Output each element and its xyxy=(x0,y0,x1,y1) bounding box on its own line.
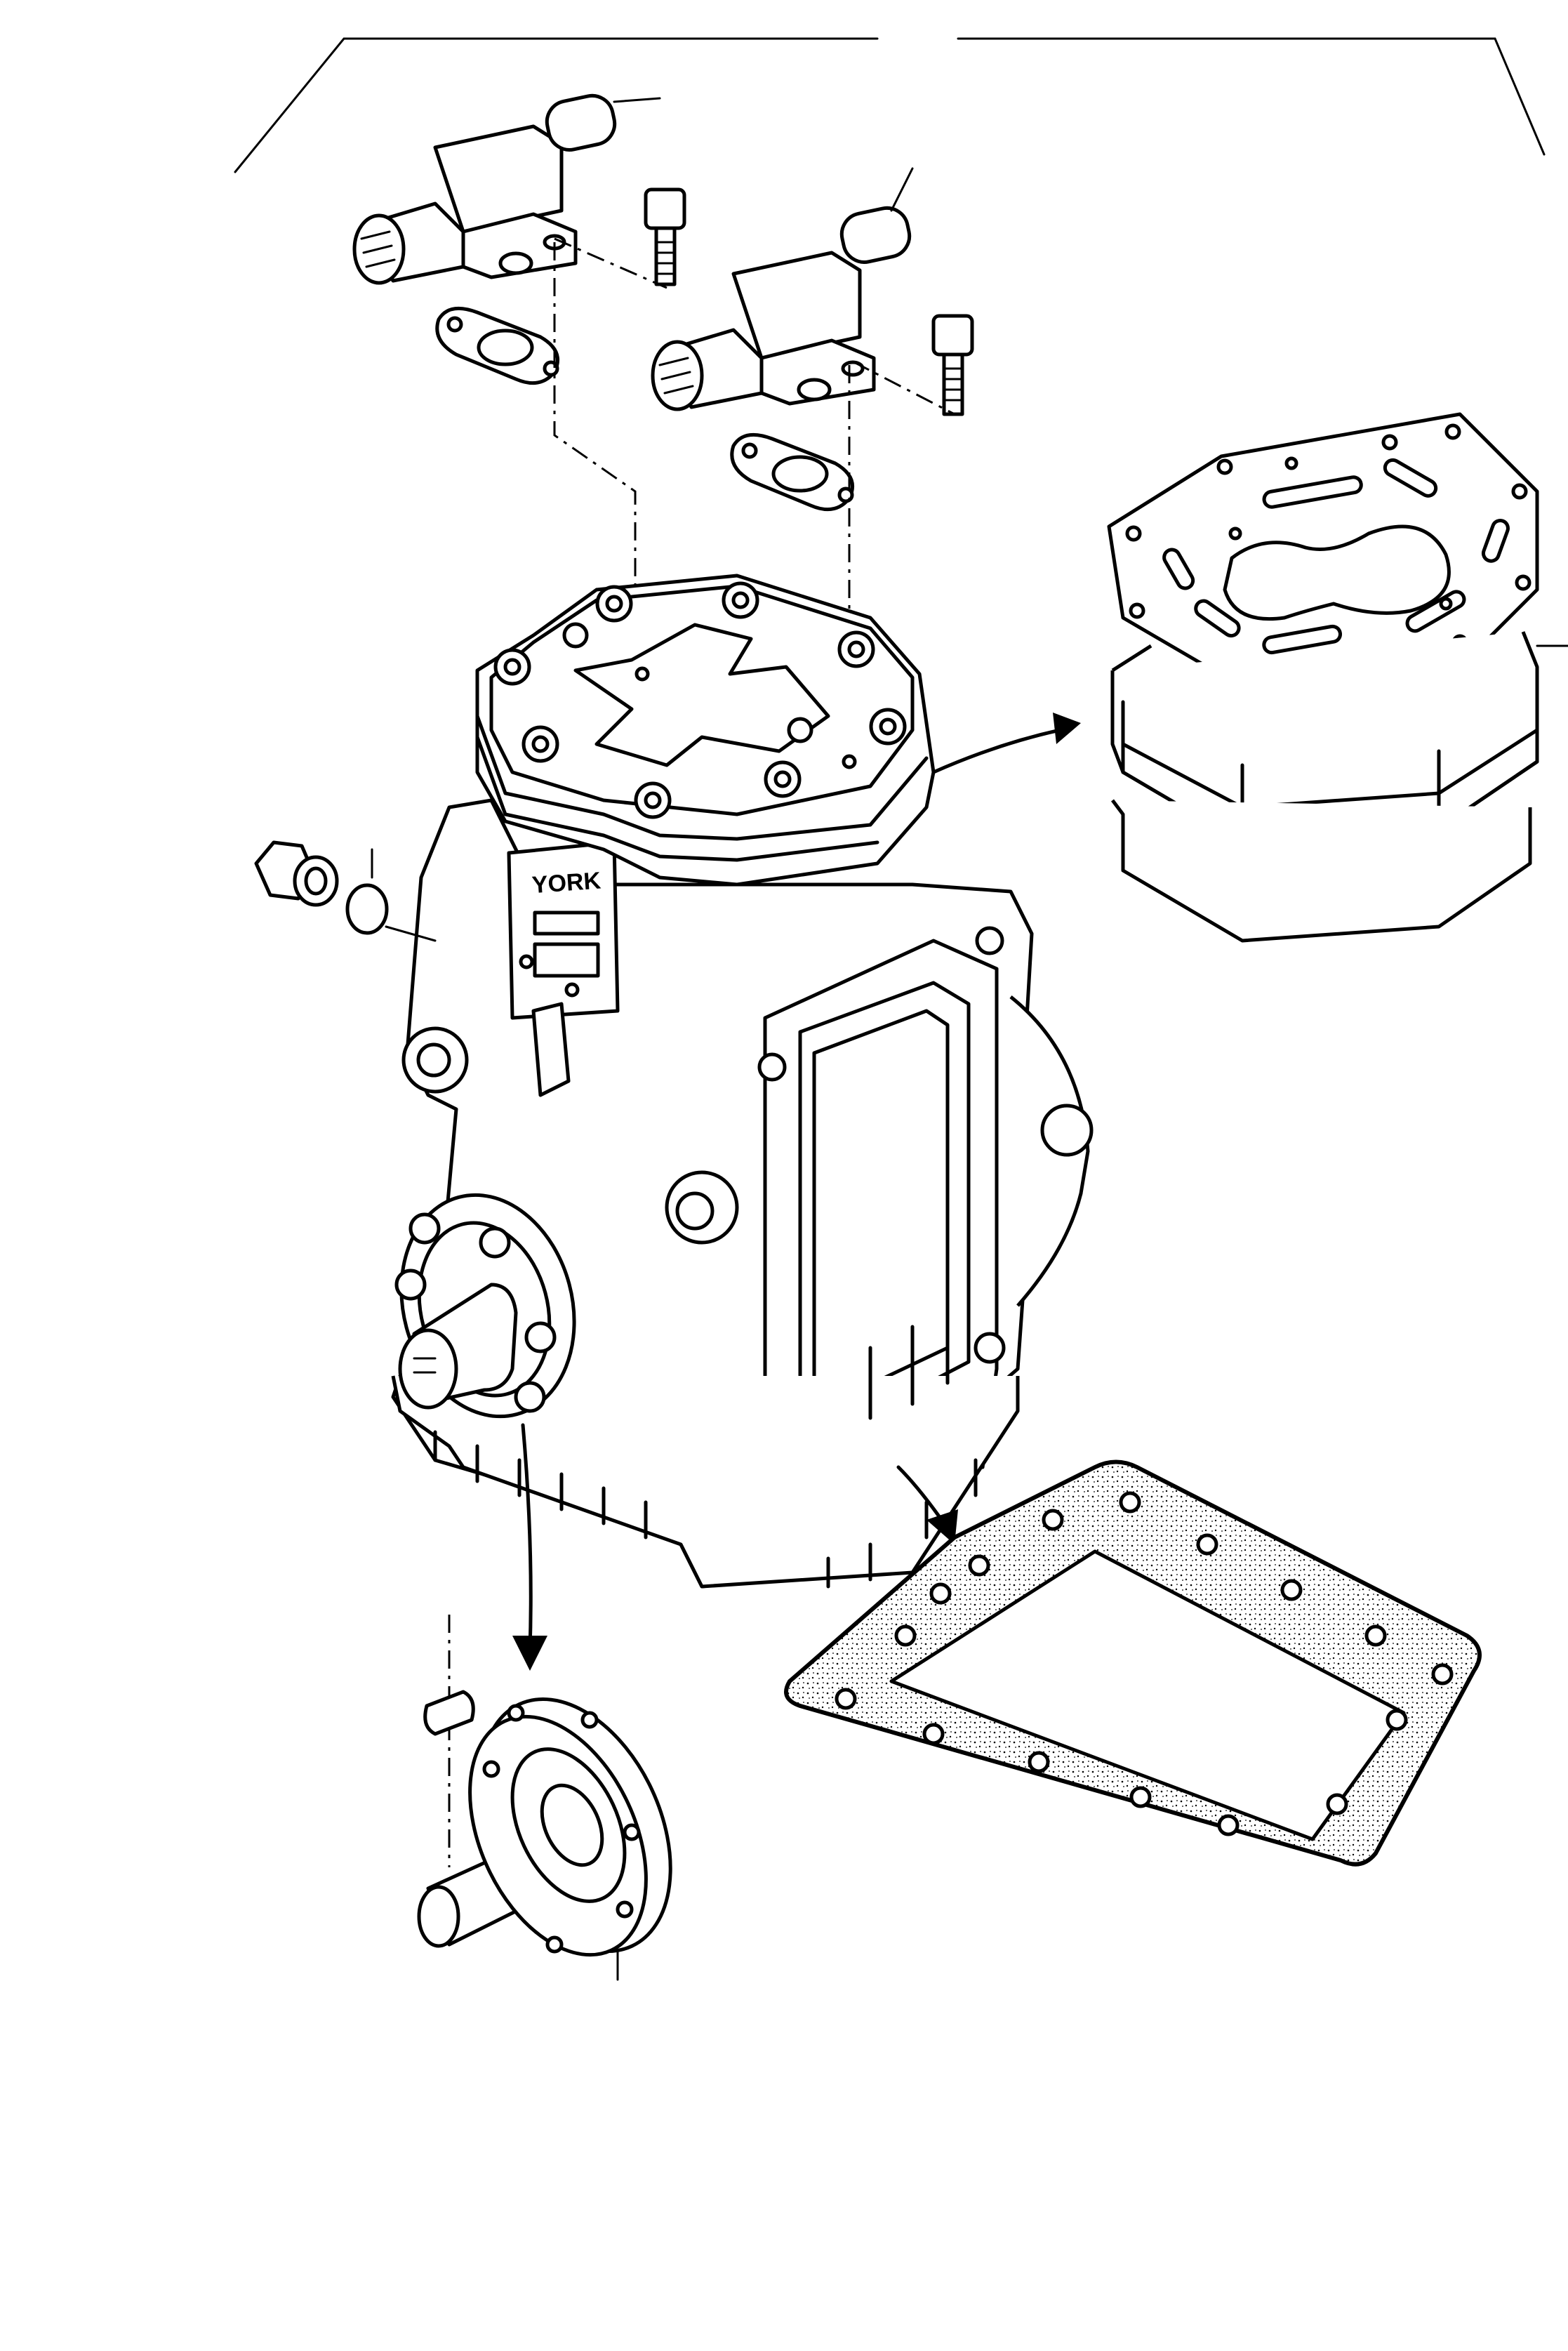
o-ring xyxy=(345,883,437,942)
valve-gasket-right xyxy=(730,432,854,512)
service-valve-right xyxy=(651,167,914,411)
head-bolts xyxy=(493,581,907,819)
seal-cover-plate xyxy=(468,1697,672,1981)
nameplate-brand: YORK xyxy=(531,867,602,899)
valve-plate xyxy=(1110,631,1568,943)
cylinder-head xyxy=(475,574,936,887)
compressor-body: YORK xyxy=(391,798,1094,1589)
shaft-flange xyxy=(394,1193,576,1419)
valve-plate-gasket xyxy=(1107,412,1539,694)
drain-plug xyxy=(254,840,373,907)
service-valve-left xyxy=(352,93,661,285)
shaft-key xyxy=(423,1690,475,1736)
valve-gasket-left xyxy=(435,306,559,385)
bottom-cover-gasket xyxy=(784,1459,1482,1867)
bolt-left xyxy=(644,187,686,286)
bolt-right xyxy=(931,314,974,416)
arrows xyxy=(512,713,1081,1671)
frame-lines xyxy=(234,37,1546,173)
